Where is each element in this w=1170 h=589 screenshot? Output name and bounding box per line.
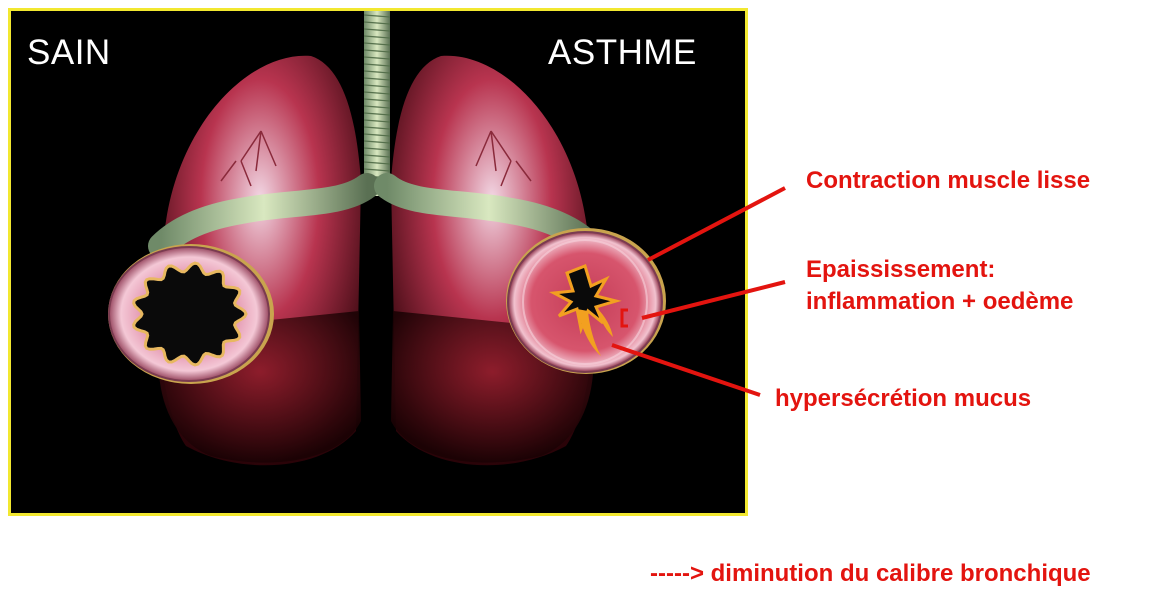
callout-line-thickening <box>642 282 785 318</box>
annotation-mucus: hypersécrétion mucus <box>775 383 1031 414</box>
thickening-bracket <box>622 310 628 326</box>
callout-line-muscle <box>648 188 785 260</box>
annotation-muscle-contraction: Contraction muscle lisse <box>806 165 1090 196</box>
annotation-thickening-title: Epaississement: <box>806 254 995 285</box>
callout-line-mucus <box>612 345 760 395</box>
annotation-thickening-detail: inflammation + oedème <box>806 286 1073 317</box>
conclusion-text: -----> diminution du calibre bronchique <box>650 558 1091 589</box>
